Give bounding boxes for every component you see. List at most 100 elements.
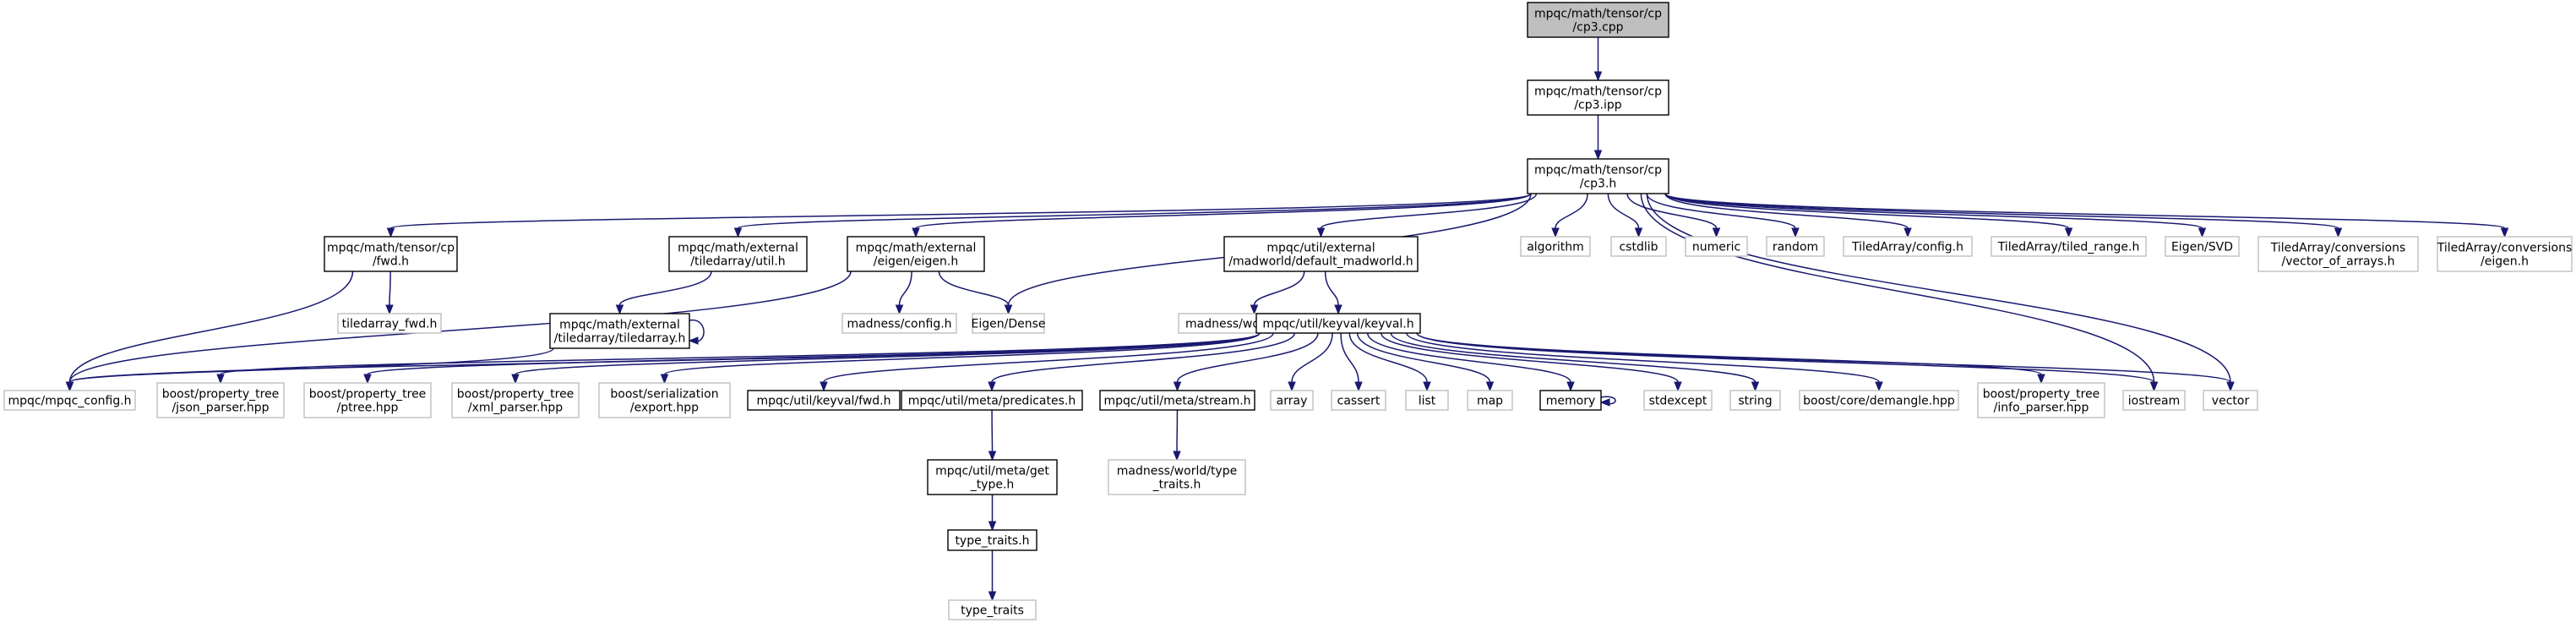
edge-line (898, 271, 912, 306)
node-label: mpqc/mpqc_config.h (8, 395, 131, 408)
node-box (1539, 390, 1602, 411)
node-box (1729, 390, 1781, 411)
node-xmlparser: boost/property_tree/xml_parser.hpp (451, 382, 580, 418)
node-taeigen: TiledArray/conversions/eigen.h (2437, 236, 2573, 272)
edge-arrowhead (988, 591, 997, 602)
node-numeric: numeric (1685, 236, 1748, 257)
node-label: mpqc/math/external (559, 319, 680, 332)
edge-keyval-to-string (1390, 332, 1760, 392)
edge-line (737, 193, 1532, 229)
node-predicates[interactable]: mpqc/util/meta/predicates.h (901, 390, 1083, 411)
node-eigenh[interactable]: mpqc/math/external/eigen/eigen.h (847, 236, 985, 272)
edge-fwdh-to-tafwd (385, 271, 394, 315)
node-keyval[interactable]: mpqc/util/keyval/keyval.h (1255, 313, 1421, 334)
node-box (549, 313, 690, 349)
node-box (156, 382, 285, 418)
edge-line (1640, 193, 2155, 383)
node-label: numeric (1692, 241, 1740, 254)
edge-cp3h-to-taconfig (1664, 193, 1912, 238)
node-label: boost/property_tree (309, 388, 427, 402)
node-box (927, 459, 1058, 495)
node-cp3ipp[interactable]: mpqc/math/tensor/cp/cp3.ipp (1527, 79, 1669, 116)
edge-arrowhead (511, 374, 520, 385)
node-memory[interactable]: memory (1539, 390, 1602, 411)
node-label: array (1277, 395, 1308, 408)
node-stdexcept: stdexcept (1643, 390, 1713, 411)
edge-keyval-to-stream (1173, 332, 1319, 392)
node-box (901, 390, 1083, 411)
edge-keyval-to-stdexcept (1381, 332, 1682, 392)
node-label: mpqc/util/keyval/keyval.h (1262, 318, 1413, 331)
edge-line (938, 271, 1010, 306)
node-label: boost/property_tree (162, 388, 280, 402)
edge-keyval-to-map (1356, 332, 1495, 392)
node-label: cassert (1337, 395, 1381, 408)
edge-keyval-to-xmlparser (511, 332, 1261, 385)
node-box (1685, 236, 1748, 257)
node-keyvalfwd[interactable]: mpqc/util/keyval/fwd.h (747, 390, 901, 411)
nodes-layer: mpqc/math/tensor/cp/cp3.cpp mpqc/math/ten… (3, 2, 2573, 620)
node-box (337, 313, 442, 334)
edge-cp3h-to-iostream (1640, 193, 2159, 392)
node-box (947, 529, 1037, 551)
node-jsonparser: boost/property_tree/json_parser.hpp (156, 382, 285, 418)
node-box (1520, 236, 1591, 257)
node-typetraitsh[interactable]: type_traits.h (947, 529, 1037, 551)
edge-arrowhead (1173, 451, 1181, 462)
edge-line (1291, 332, 1333, 383)
edge-arrowhead (1674, 381, 1682, 392)
edge-line (618, 271, 712, 306)
edge-line (991, 332, 1295, 383)
node-box (3, 390, 136, 411)
node-gettype[interactable]: mpqc/util/meta/get_type.h (927, 459, 1058, 495)
node-stream[interactable]: mpqc/util/meta/stream.h (1099, 390, 1255, 411)
edge-keyval-to-serexport (660, 332, 1261, 385)
node-label: mpqc/math/tensor/cp (327, 242, 455, 255)
edge-line (1406, 332, 1880, 383)
node-box (747, 390, 901, 411)
edge-line (915, 193, 1532, 229)
edge-keyval-to-memory (1367, 332, 1575, 392)
node-cp3h[interactable]: mpqc/math/tensor/cp/cp3.h (1527, 158, 1669, 194)
edge-arrowhead (1250, 304, 1259, 315)
node-label: cstdlib (1619, 241, 1658, 254)
node-label: /vector_of_arrays.h (2282, 255, 2395, 269)
edge-arrowhead (1599, 398, 1610, 407)
edge-arrowhead (1004, 304, 1013, 315)
edge-arrowhead (385, 304, 394, 315)
edge-line (1176, 332, 1319, 383)
edge-cp3h-to-algorithm (1551, 193, 1588, 238)
edge-arrowhead (1593, 150, 1603, 161)
edge-cp3h-to-tautil (733, 193, 1532, 238)
node-madworld[interactable]: mpqc/util/external/madworld/default_madw… (1223, 236, 1419, 272)
node-fwdh[interactable]: mpqc/math/tensor/cp/fwd.h (324, 236, 458, 272)
node-label: mpqc/util/keyval/fwd.h (756, 395, 890, 408)
edge-arrowhead (895, 304, 904, 315)
node-label: /export.hpp (630, 402, 699, 415)
node-label: boost/core/demangle.hpp (1803, 395, 1955, 408)
edge-line (1416, 332, 2231, 383)
node-box (1766, 236, 1825, 257)
node-box (1643, 390, 1713, 411)
node-cp3cpp[interactable]: mpqc/math/tensor/cp/cp3.cpp (1527, 2, 1669, 38)
edge-keyval-to-list (1348, 332, 1431, 392)
edge-arrowhead (363, 374, 372, 385)
node-tautil[interactable]: mpqc/math/external/tiledarray/util.h (668, 236, 808, 272)
edge-arrowhead (1593, 71, 1603, 82)
node-random: random (1766, 236, 1825, 257)
node-label: madness/config.h (847, 318, 951, 331)
node-list: list (1405, 390, 1449, 411)
edge-keyval-to-jsonparser (216, 332, 1261, 385)
edge-cp3h-to-tatiled (1664, 193, 2073, 238)
edge-line (1607, 193, 1640, 229)
edge-arrowhead (1334, 304, 1342, 315)
edge-arrowhead (1751, 381, 1760, 392)
node-label: TiledArray/config.h (1851, 241, 1963, 254)
edge-cp3cpp-to-cp3ipp (1593, 37, 1603, 82)
node-label: /cp3.h (1580, 178, 1617, 191)
edge-line (220, 332, 1261, 375)
edge-cp3ipp-to-cp3h (1593, 115, 1603, 161)
edge-keyval-to-iostream (1416, 332, 2159, 392)
node-label: mpqc/util/meta/get (935, 465, 1049, 478)
node-tatiledarray[interactable]: mpqc/math/external/tiledarray/tiledarray… (549, 313, 690, 349)
